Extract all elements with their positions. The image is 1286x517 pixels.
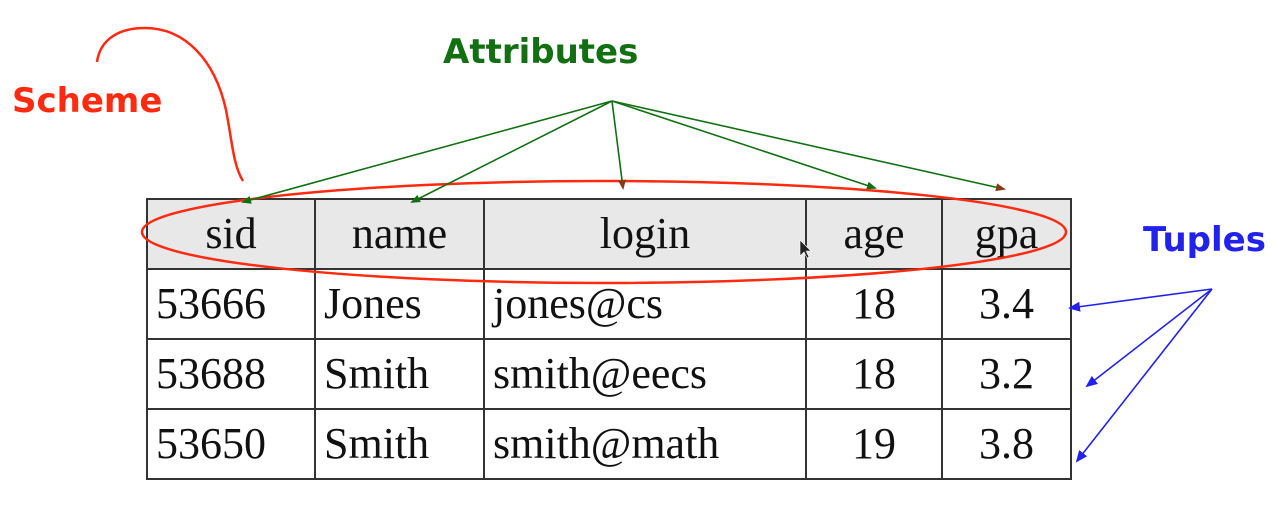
column-header-age: age [805,198,943,270]
table-row: 53666 Jones jones@cs 18 3.4 [146,268,1072,340]
attributes-label: Attributes [443,32,639,72]
attribute-arrow-age [611,100,877,190]
cell-age: 18 [805,338,943,410]
relation-table: sid name login age gpa 53666 Jones jones… [146,198,1072,480]
table-row: 53650 Smith smith@math 19 3.8 [146,408,1072,480]
tuples-label: Tuples [1143,220,1266,260]
cell-name: Jones [314,268,485,340]
column-header-gpa: gpa [941,198,1072,270]
attribute-arrow-gpa [611,100,1006,192]
tuple-arrow-1 [1068,288,1213,312]
cell-login: smith@eecs [483,338,807,410]
cell-age: 18 [805,268,943,340]
attribute-arrows [241,100,1006,204]
cell-name: Smith [314,408,485,480]
column-header-login: login [483,198,807,270]
cell-gpa: 3.4 [941,268,1072,340]
scheme-label: Scheme [12,81,163,121]
cell-name: Smith [314,338,485,410]
header-row: sid name login age gpa [146,198,1072,270]
cell-sid: 53650 [146,408,316,480]
cell-login: jones@cs [483,268,807,340]
column-header-sid: sid [146,198,316,270]
cell-age: 19 [805,408,943,480]
cell-gpa: 3.8 [941,408,1072,480]
tuple-arrow-2 [1085,288,1213,388]
cell-login: smith@math [483,408,807,480]
table-row: 53688 Smith smith@eecs 18 3.2 [146,338,1072,410]
column-header-name: name [314,198,485,270]
cell-sid: 53666 [146,268,316,340]
cell-sid: 53688 [146,338,316,410]
attribute-arrow-name [410,100,613,203]
attribute-arrow-login [611,100,626,190]
cell-gpa: 3.2 [941,338,1072,410]
tuple-arrows [1068,288,1213,463]
tuple-arrow-3 [1075,288,1213,463]
attribute-arrow-sid [241,100,613,204]
